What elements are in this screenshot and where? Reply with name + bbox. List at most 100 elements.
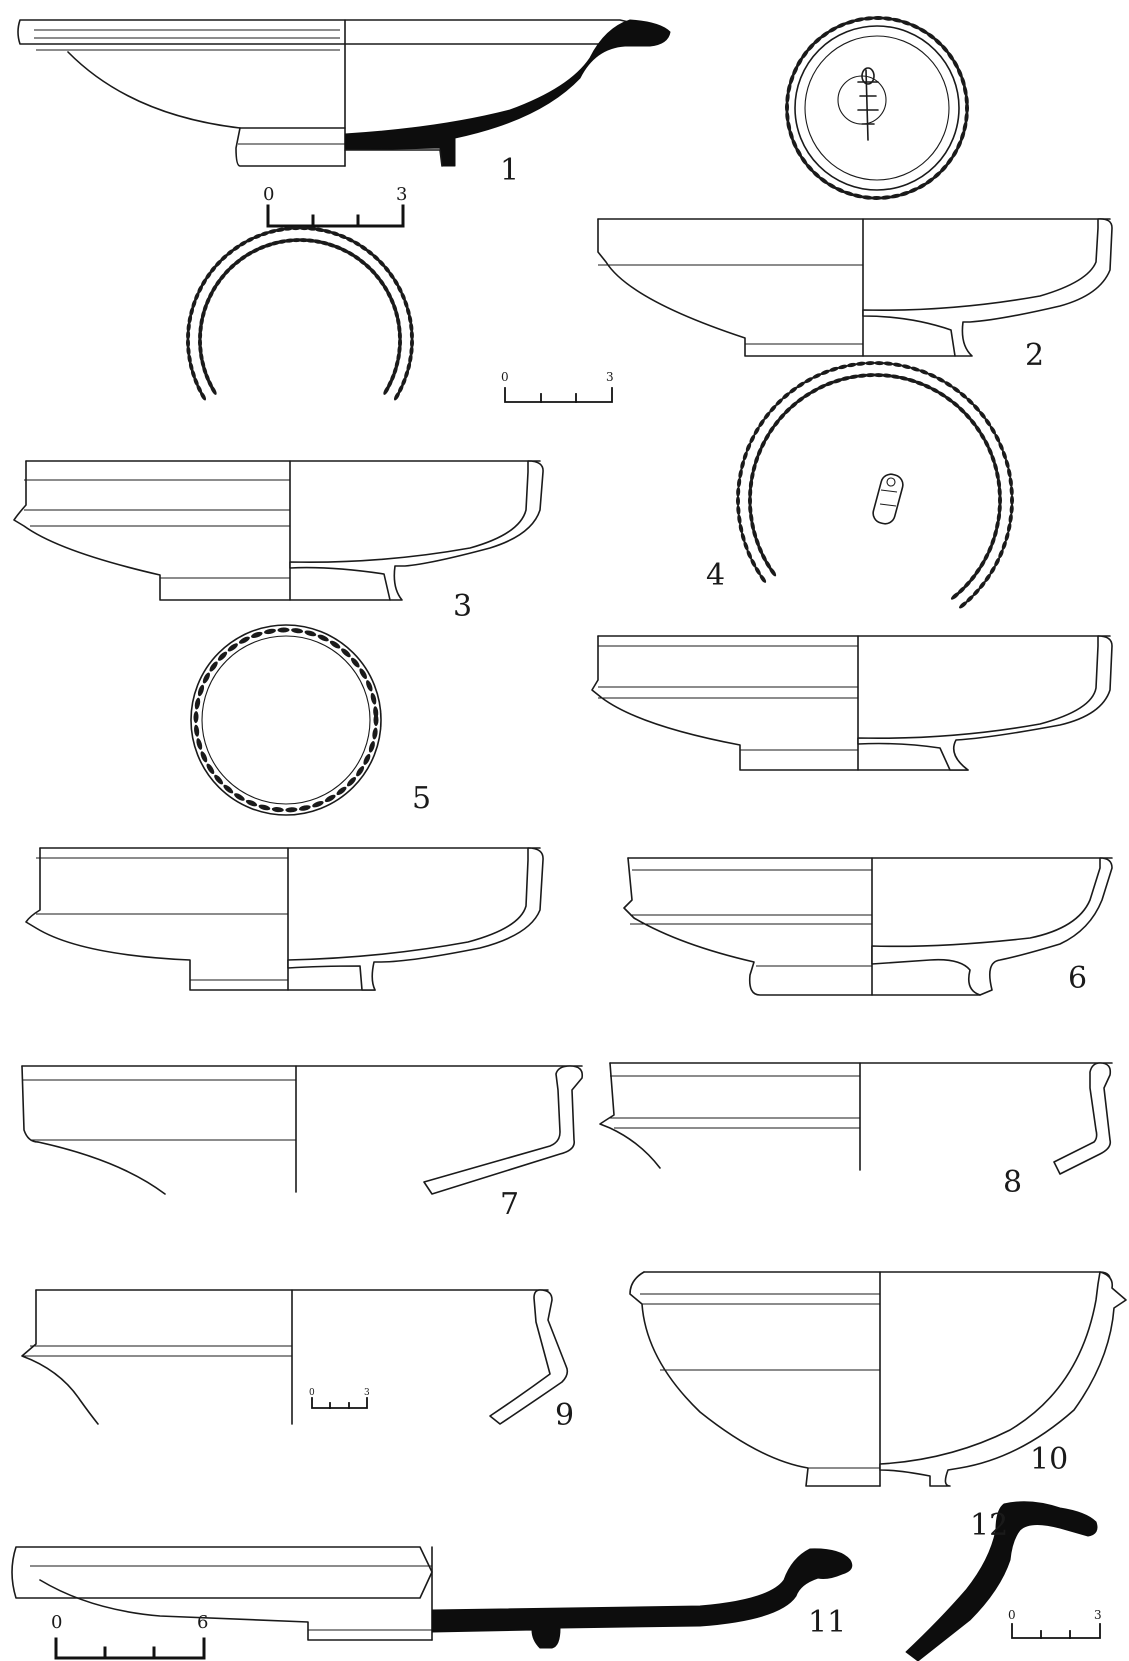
- ring-notch: [214, 774, 223, 785]
- arc-notch: [252, 233, 263, 240]
- ring-notch: [750, 470, 755, 482]
- ring-notch: [742, 451, 748, 461]
- ring-notch: [749, 434, 756, 444]
- ring-notch: [754, 566, 761, 576]
- rosette-notch: [795, 147, 803, 158]
- ring-notch: [736, 505, 741, 516]
- rosette-notch: [898, 191, 911, 197]
- rosette-notch: [932, 170, 942, 180]
- ring-notch: [767, 425, 776, 435]
- arc-notch: [314, 227, 325, 232]
- ring-notch: [1006, 522, 1012, 533]
- vessel-10-profile: [629, 1271, 1127, 1487]
- rosette-notch: [785, 110, 790, 123]
- ring-notch: [245, 799, 258, 807]
- rosette-notch: [889, 193, 902, 199]
- vessel-5-profile: [25, 847, 544, 991]
- ring-notch: [200, 751, 208, 763]
- arc-notch: [383, 385, 390, 395]
- rosette-notch: [926, 32, 936, 40]
- ring-notch: [206, 763, 215, 775]
- vessel-9-profile: 0 3: [21, 1289, 569, 1425]
- ring-notch: [194, 697, 201, 710]
- ring-notch: [759, 574, 767, 583]
- figure-number-9: 9: [555, 1398, 574, 1433]
- rosette-notch: [964, 111, 969, 124]
- arc-notch: [409, 322, 414, 333]
- arc-notch: [383, 265, 391, 274]
- arc-notch: [220, 254, 228, 262]
- ring-notch: [809, 387, 820, 394]
- rosette-notch: [945, 156, 954, 166]
- rosette-notch: [939, 163, 949, 174]
- ring-notch: [743, 541, 749, 551]
- ring-notch: [998, 549, 1004, 559]
- ring-notch: [363, 753, 371, 765]
- arc-notch: [322, 229, 333, 234]
- arc-notch: [403, 299, 409, 309]
- arc-notch: [194, 291, 200, 302]
- ring-notch: [735, 496, 741, 506]
- vessel-7-profile: [21, 1065, 584, 1195]
- ring-notch: [944, 381, 953, 388]
- arc-notch: [409, 345, 414, 356]
- arc-notch: [186, 330, 191, 340]
- ring-notch: [756, 446, 763, 458]
- rosette-notch: [962, 120, 968, 133]
- figure-number-12: 12: [970, 1508, 1008, 1543]
- ring-notch: [368, 741, 375, 753]
- rosette-notch: [959, 130, 966, 142]
- ring-notch: [846, 362, 857, 368]
- ring-notch: [993, 527, 998, 539]
- scale-bar-5: 0 3: [1008, 1608, 1102, 1639]
- rosette-notch: [853, 17, 866, 22]
- ring-notch: [873, 373, 885, 378]
- ring-notch: [969, 573, 977, 583]
- ring-notch: [856, 373, 868, 378]
- scale-bar-3-end: 3: [364, 1388, 370, 1398]
- ring-notch: [936, 376, 946, 383]
- arc-notch: [392, 277, 400, 287]
- arc-notch: [199, 391, 207, 401]
- arc-notch: [291, 226, 301, 231]
- figure-number-8: 8: [1003, 1165, 1022, 1200]
- ring-notch: [271, 807, 284, 813]
- ring-notch: [746, 549, 753, 560]
- arc-notch: [401, 377, 407, 387]
- arc-notch: [365, 249, 375, 256]
- ring-notch: [217, 651, 228, 661]
- rosette-notch: [917, 27, 929, 35]
- rosette-notch: [795, 56, 804, 68]
- ring-notch: [910, 366, 921, 372]
- ring-notch: [777, 412, 786, 422]
- stamp-impression-open-ring: [735, 361, 1015, 609]
- ring-notch: [329, 640, 341, 649]
- arc-notch: [409, 338, 415, 348]
- arc-notch: [337, 233, 348, 240]
- ring-notch: [341, 648, 351, 658]
- rosette-notch: [880, 195, 892, 200]
- ring-notch: [974, 566, 982, 576]
- arc-notch: [260, 231, 270, 237]
- ring-notch: [757, 544, 764, 555]
- arc-notch: [197, 284, 204, 294]
- rosette-notch: [924, 177, 935, 185]
- arc-notch: [405, 306, 411, 317]
- ring-notch: [989, 565, 996, 575]
- ring-notch: [754, 536, 760, 548]
- ring-notch: [919, 369, 929, 375]
- ring-notch: [760, 552, 767, 563]
- figure-number-2: 2: [1025, 338, 1044, 373]
- arc-notch: [359, 244, 368, 252]
- rosette-notch: [806, 42, 816, 52]
- arc-notch: [193, 377, 199, 387]
- arc-notch: [397, 384, 404, 394]
- ring-notch: [812, 373, 822, 379]
- figure-number-6: 6: [1068, 961, 1087, 996]
- ring-notch: [865, 361, 875, 366]
- ring-notch: [994, 433, 1001, 443]
- rosette-notch: [818, 176, 829, 185]
- ring-notch: [901, 364, 912, 369]
- arc-notch: [188, 361, 194, 372]
